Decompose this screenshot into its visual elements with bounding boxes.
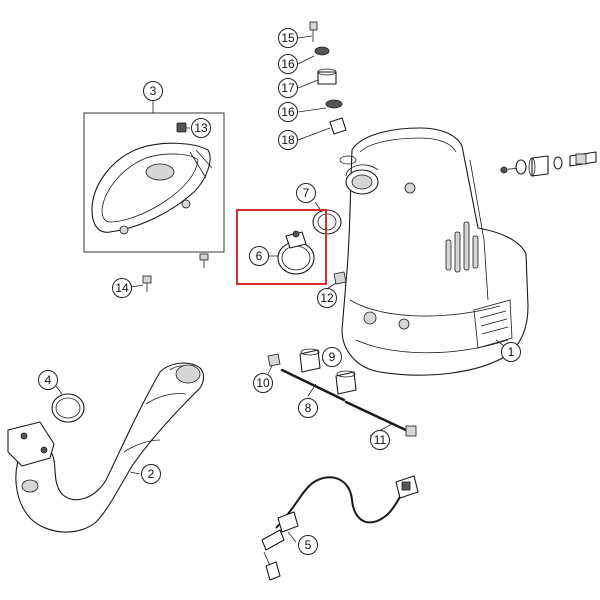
svg-text:4: 4 (45, 373, 52, 387)
header-pipe-body (15, 362, 205, 533)
callout-3: 3 (143, 81, 163, 101)
heat-shield-edge (189, 149, 213, 179)
silencer-1-part (339, 127, 529, 376)
silencer-inlet-inner (351, 174, 373, 190)
svg-text:7: 7 (303, 186, 310, 200)
callout-7: 7 (296, 183, 316, 203)
header-pipe-outlet (175, 364, 201, 384)
bracket-18-part (329, 117, 347, 135)
svg-text:14: 14 (115, 281, 129, 295)
svg-text:2: 2 (148, 467, 155, 481)
svg-text:8: 8 (305, 401, 312, 415)
callout-17: 17 (278, 78, 298, 98)
svg-text:3: 3 (150, 84, 157, 98)
svg-text:6: 6 (256, 249, 263, 263)
callout-8: 8 (298, 398, 318, 418)
clip-13-part (176, 122, 187, 133)
clamp-6-highlight-box (236, 209, 327, 285)
bolt-near-shield (199, 253, 209, 268)
callout-18: 18 (278, 130, 298, 150)
callout-15: 15 (278, 28, 298, 48)
svg-text:11: 11 (374, 433, 387, 447)
callout-12: 12 (317, 288, 337, 308)
nut-12-part (326, 271, 347, 290)
silencer-ridge-top (359, 137, 457, 153)
callout-2: 2 (141, 464, 161, 484)
heat-shield-mount-b (181, 199, 191, 209)
washer-16-a-part (314, 46, 330, 56)
callout-13: 13 (191, 118, 211, 138)
svg-text:10: 10 (256, 376, 270, 390)
screw-15-part (309, 21, 318, 31)
callout-4: 4 (38, 370, 58, 390)
callout-14: 14 (112, 278, 132, 298)
svg-text:16: 16 (281, 57, 295, 71)
svg-text:13: 13 (194, 121, 208, 135)
heat-shield-vent (145, 163, 175, 181)
clamp-6-group (236, 209, 327, 285)
svg-text:15: 15 (281, 31, 295, 45)
callout-9: 9 (322, 347, 342, 367)
heat-shield-mount-a (119, 225, 129, 235)
header-flange (7, 421, 55, 467)
svg-text:9: 9 (329, 350, 336, 364)
svg-text:12: 12 (320, 291, 334, 305)
screw-14-part (130, 275, 152, 292)
callout-5: 5 (298, 535, 318, 555)
heat-shield-inner-contour (101, 153, 199, 223)
callout-11: 11 (370, 430, 390, 450)
svg-text:16: 16 (281, 105, 295, 119)
heat-shield-group (83, 100, 225, 253)
svg-text:5: 5 (305, 538, 312, 552)
callout-16-top: 16 (278, 54, 298, 74)
nut-10-part (267, 353, 281, 375)
callout-6: 6 (249, 246, 269, 266)
washer-16-b-part (325, 99, 343, 109)
svg-text:18: 18 (281, 133, 295, 147)
callout-10: 10 (253, 373, 273, 393)
svg-text:17: 17 (281, 81, 295, 95)
silencer-rib-lower (349, 299, 501, 317)
fastener-stack (297, 21, 347, 141)
right-bolt-stack (499, 151, 597, 177)
bushings-9-part (299, 348, 357, 395)
callout-1: 1 (501, 342, 521, 362)
silencer-ridge-side (469, 159, 489, 301)
callout-16-bottom: 16 (278, 102, 298, 122)
silencer-body (341, 127, 529, 376)
header-pipe-2-part (7, 362, 205, 533)
silencer-rib-base (355, 339, 509, 354)
heat-shield-frame (83, 112, 225, 253)
bolt-8-part (280, 368, 346, 402)
silencer-label-plate (473, 299, 513, 349)
heat-shield-part (91, 142, 211, 233)
svg-text:1: 1 (508, 345, 515, 359)
gasket-4-part (51, 385, 85, 423)
lambda-sensor-5-part (261, 475, 419, 581)
